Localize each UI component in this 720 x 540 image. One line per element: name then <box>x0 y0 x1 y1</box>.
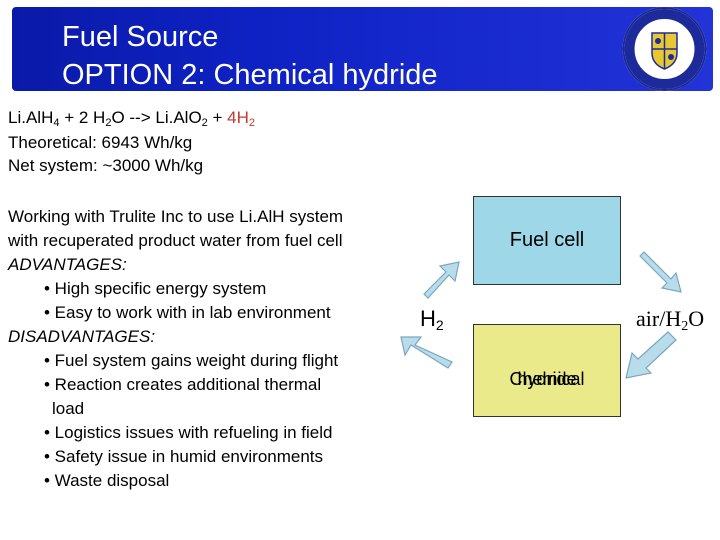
disadvantage-item: • Fuel system gains weight during flight <box>44 351 339 370</box>
slide-title-line1: Fuel Source <box>62 21 219 53</box>
disadvantage-item: • Reaction creates additional thermal <box>44 375 322 394</box>
hydride-line1: Chemical <box>509 369 585 389</box>
fuel-cell-box: Fuel cell <box>473 196 621 285</box>
eq-reactant: Li.AlH <box>8 108 54 127</box>
slide-title-line2: OPTION 2: Chemical hydride <box>62 59 438 91</box>
disadvantage-item: • Safety issue in humid environments <box>44 447 324 466</box>
air-tail: O <box>688 306 705 331</box>
hydride-line2: hydride <box>517 369 577 389</box>
disadvantage-item: • Waste disposal <box>44 471 170 490</box>
eq-plus: + <box>207 108 228 127</box>
h2-text: H <box>420 306 436 331</box>
eq-plus-water: + 2 H <box>59 108 106 127</box>
eq-coefficient: 4 <box>227 108 237 127</box>
net-system-energy: Net system: ~3000 Wh/kg <box>8 156 204 175</box>
eq-sub-product: 2 <box>201 117 208 129</box>
eq-hydrogen: H <box>236 108 249 127</box>
disadvantage-item-continued: load <box>52 399 85 418</box>
title-bar: Fuel Source OPTION 2: Chemical hydride <box>12 7 713 91</box>
reaction-equation: Li.AlH4 + 2 H2O --> Li.AlO2 + 4H2 <box>8 108 256 129</box>
air-text: air/H <box>636 306 682 331</box>
desc-line1: Working with Trulite Inc to use Li.AlH s… <box>8 207 344 226</box>
desc-line2: with recuperated product water from fuel… <box>8 231 343 250</box>
description-block: Working with Trulite Inc to use Li.AlH s… <box>8 205 343 493</box>
advantages-heading: ADVANTAGES: <box>8 255 127 274</box>
eq-sub-4: 4 <box>53 117 60 129</box>
theoretical-energy: Theoretical: 6943 Wh/kg <box>8 133 193 152</box>
eq-product: O --> Li.AlO <box>111 108 202 127</box>
disadvantage-item: • Logistics issues with refueling in fie… <box>44 423 333 442</box>
air-water-label: air/H2O <box>636 306 705 334</box>
advantage-item: • High specific energy system <box>44 279 267 298</box>
arrow-fuelcell-to-air <box>639 251 682 293</box>
disadvantages-heading: DISADVANTAGES: <box>8 327 156 346</box>
eq-sub-water: 2 <box>105 117 112 129</box>
advantage-item: • Easy to work with in lab environment <box>44 303 331 322</box>
naval-research-laboratory-logo-icon <box>622 7 707 91</box>
air-sub: 2 <box>681 319 689 334</box>
eq-sub-hydrogen: 2 <box>248 117 256 129</box>
h2-sub: 2 <box>435 317 444 333</box>
arrow-hydride-to-h2 <box>400 336 453 369</box>
h2-label: H2 <box>420 306 444 332</box>
fuel-cell-label: Fuel cell <box>509 229 585 251</box>
arrow-air-to-hydride <box>625 331 677 379</box>
arrow-h2-to-fuelcell <box>423 261 460 299</box>
